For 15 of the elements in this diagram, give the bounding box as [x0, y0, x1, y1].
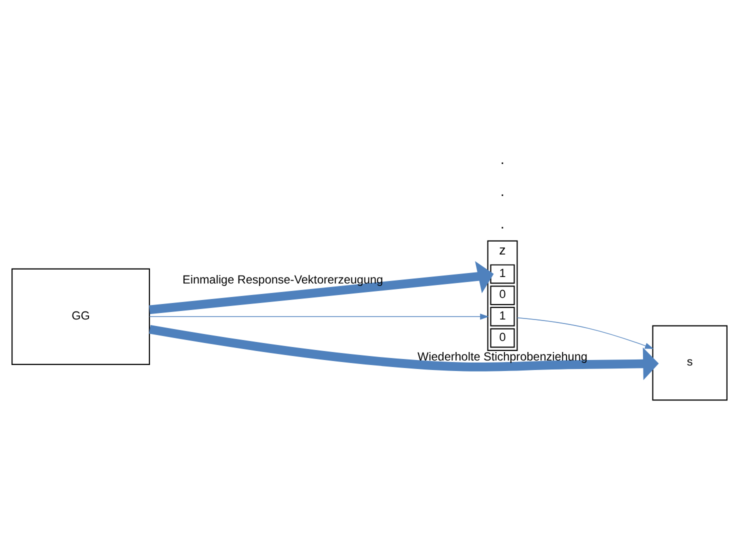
arrow — [149, 324, 659, 380]
node-box: 1 — [490, 306, 515, 326]
edge-label: Wiederholte Stichprobenziehung — [418, 350, 588, 364]
label: . — [500, 184, 505, 200]
node-box: 0 — [490, 286, 515, 306]
node-box: GG — [12, 268, 150, 365]
arrow — [149, 261, 494, 314]
label: . — [500, 152, 505, 168]
edge-label: Einmalige Response-Vektorerzeugung — [182, 273, 384, 286]
node-box: 0 — [490, 328, 515, 348]
label: . — [500, 216, 505, 232]
node-box: 1 — [490, 264, 515, 284]
node-box: s — [652, 325, 728, 401]
arrow — [149, 314, 489, 320]
arrow — [516, 317, 654, 349]
